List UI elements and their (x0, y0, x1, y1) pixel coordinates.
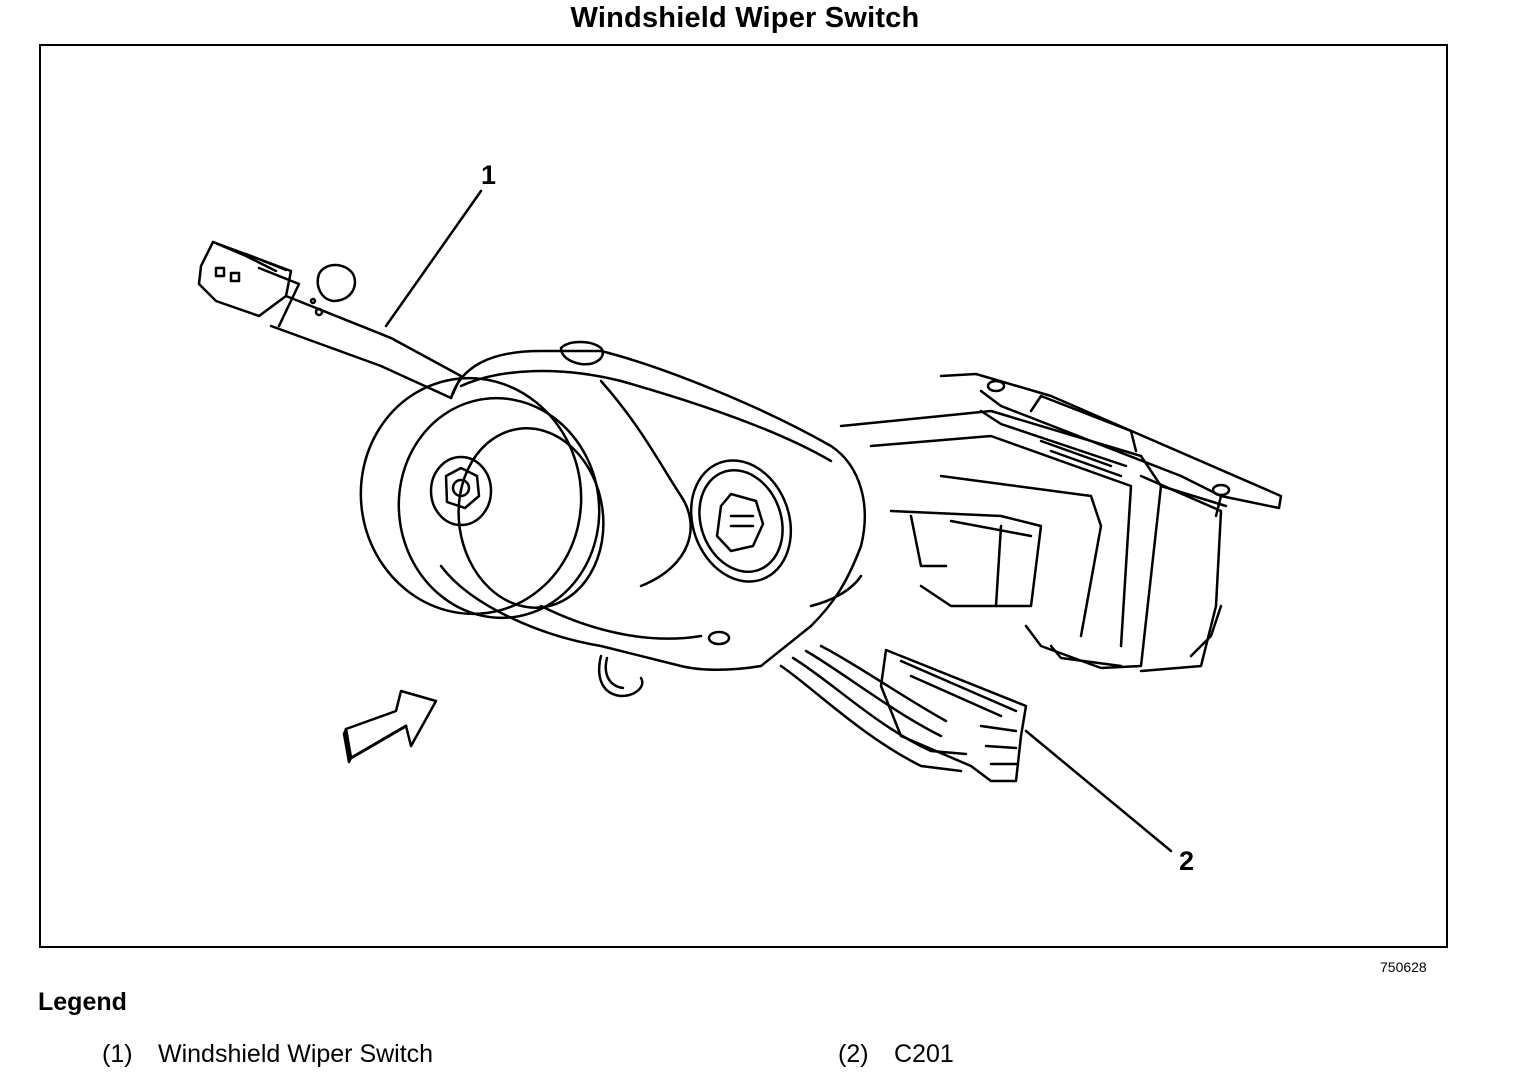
column-bracket (839, 372, 1283, 673)
illustration-frame: 1 2 (39, 44, 1448, 948)
legend-item-number: (1) (102, 1040, 133, 1068)
wiper-switch-illustration (197, 189, 1283, 853)
leader-line-2 (1024, 729, 1173, 853)
callout-1: 1 (481, 160, 497, 190)
switch-body (359, 340, 866, 698)
connector-c201 (779, 644, 1028, 783)
view-direction-arrow-icon (342, 689, 438, 764)
legend-item: (1) Windshield Wiper Switch (102, 1040, 433, 1069)
legend-item-number: (2) (838, 1040, 869, 1068)
figure-id: 750628 (1380, 959, 1427, 975)
wiper-stalk (197, 240, 463, 400)
diagram-title: Windshield Wiper Switch (570, 2, 920, 34)
legend-item-label: C201 (894, 1040, 954, 1068)
legend-heading: Legend (38, 988, 127, 1016)
callout-2: 2 (1179, 846, 1195, 876)
leader-line-1 (384, 189, 483, 328)
legend-item: (2) C201 (838, 1040, 954, 1069)
legend-item-label: Windshield Wiper Switch (158, 1040, 434, 1068)
